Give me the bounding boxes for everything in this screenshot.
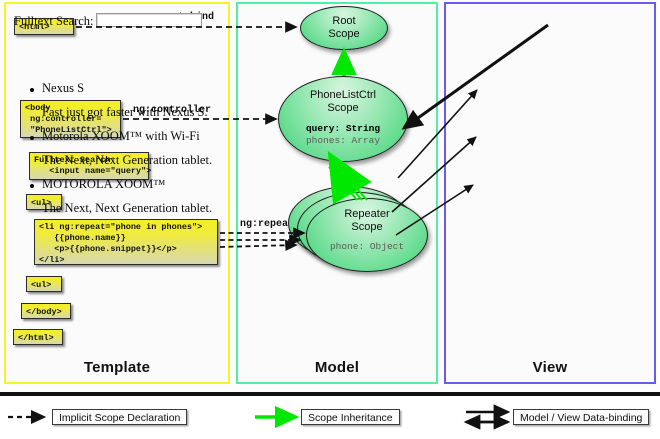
view-item-snippet: The Next, Next Generation tablet. <box>42 153 213 167</box>
scope-repeater-title-line2: Scope <box>351 220 383 233</box>
scope-repeater-title-line1: Repeater <box>344 208 390 220</box>
connector-label-ng-controller: ng:controller <box>133 105 212 116</box>
template-box-body-close[interactable]: </body> <box>21 303 71 319</box>
template-box-fulltext-search[interactable]: Fulltext Search: <input name="query"> <box>29 152 151 180</box>
view-item-snippet: Fast just got faster with Nexus S. <box>42 105 208 119</box>
view-item-title: Motorola XOOM™ with Wi-Fi <box>42 129 200 143</box>
template-box-li-repeat[interactable]: <li ng:repeat="phone in phones"> {{phone… <box>34 219 218 265</box>
scope-root-title-line1: Root <box>332 15 356 27</box>
legend-item-implicit-scope-declaration: Implicit Scope Declaration <box>52 409 188 425</box>
view-search-label: Fulltext Search: <box>14 14 94 28</box>
template-box-ul-close[interactable]: <ul> <box>26 276 62 292</box>
scope-root-title-line2: Scope <box>328 27 360 40</box>
legend-item-scope-inheritance: Scope Inheritance <box>301 409 400 425</box>
view-item-title: Nexus S <box>42 81 85 95</box>
legend: Implicit Scope Declaration Scope Inherit… <box>0 392 660 439</box>
template-box-body-open[interactable]: <body ng:controller= "PhoneListCtrl"> <box>20 100 121 138</box>
template-box-html-open[interactable]: <html> <box>14 18 74 35</box>
view-list-bullet <box>30 136 34 140</box>
scope-phonelistctrl-title-line1: PhoneListCtrl <box>309 89 377 101</box>
view-search-input[interactable] <box>96 13 202 27</box>
legend-item-model-view-data-binding: Model / View Data-binding <box>513 409 650 425</box>
scope-root-scope[interactable]: Root Scope <box>300 6 388 50</box>
view-list-bullet <box>30 88 34 92</box>
panel-template: Template <box>4 2 230 384</box>
view-item-snippet: The Next, Next Generation tablet. <box>42 201 213 215</box>
scope-repeater-prop-phone: phone: Object <box>329 241 405 253</box>
scope-phonelistctrl-scope[interactable]: PhoneListCtrl Scope query: String phones… <box>278 76 408 162</box>
panel-view-label: View <box>532 359 568 376</box>
template-box-html-close[interactable]: </html> <box>13 329 63 345</box>
connector-label-ng-repeat: ng:repeat <box>240 219 295 230</box>
panel-model-label: Model <box>314 359 360 376</box>
template-box-ul-open[interactable]: <ul> <box>26 194 62 210</box>
scope-phonelistctrl-title-line2: Scope <box>327 101 359 114</box>
panel-template-label: Template <box>83 359 151 376</box>
scope-repeater-scope[interactable]: Repeater Scope phone: Object <box>306 198 428 272</box>
scope-phonelistctrl-prop-phones: phones: Array <box>305 134 381 146</box>
scope-phonelistctrl-prop-query: query: String <box>305 123 381 135</box>
view-item-title: MOTOROLA XOOM™ <box>42 177 166 191</box>
view-list-bullet <box>30 184 34 188</box>
panel-view: View <box>444 2 656 384</box>
